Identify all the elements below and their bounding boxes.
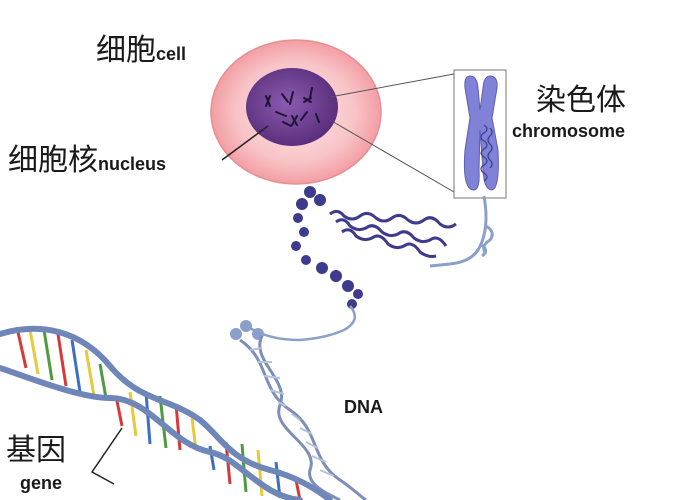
pointer-lines — [90, 125, 269, 485]
gene-label-zh: 基因 — [6, 433, 66, 468]
nucleus-label-zh: 细胞核 — [8, 143, 98, 178]
dna-double-helix — [239, 335, 367, 500]
nucleus-callout-lines — [329, 73, 455, 193]
gene-helix — [0, 325, 333, 500]
nucleus — [246, 68, 338, 146]
nucleus-label: 细胞核nucleus — [8, 146, 166, 176]
cell-label-zh: 细胞 — [96, 33, 156, 68]
chromosome-box — [453, 69, 507, 199]
dna-label: DNA — [344, 397, 383, 417]
chromatin-fiber — [230, 186, 494, 342]
chromosome-label-en: chromosome — [512, 121, 626, 141]
cell-label-en: cell — [156, 44, 187, 64]
gene-label-en: gene — [20, 473, 63, 493]
cell-label: 细胞cell — [96, 36, 186, 66]
nucleus-label-en: nucleus — [98, 154, 167, 174]
chromosome-label-zh: 染色体 — [536, 83, 626, 118]
